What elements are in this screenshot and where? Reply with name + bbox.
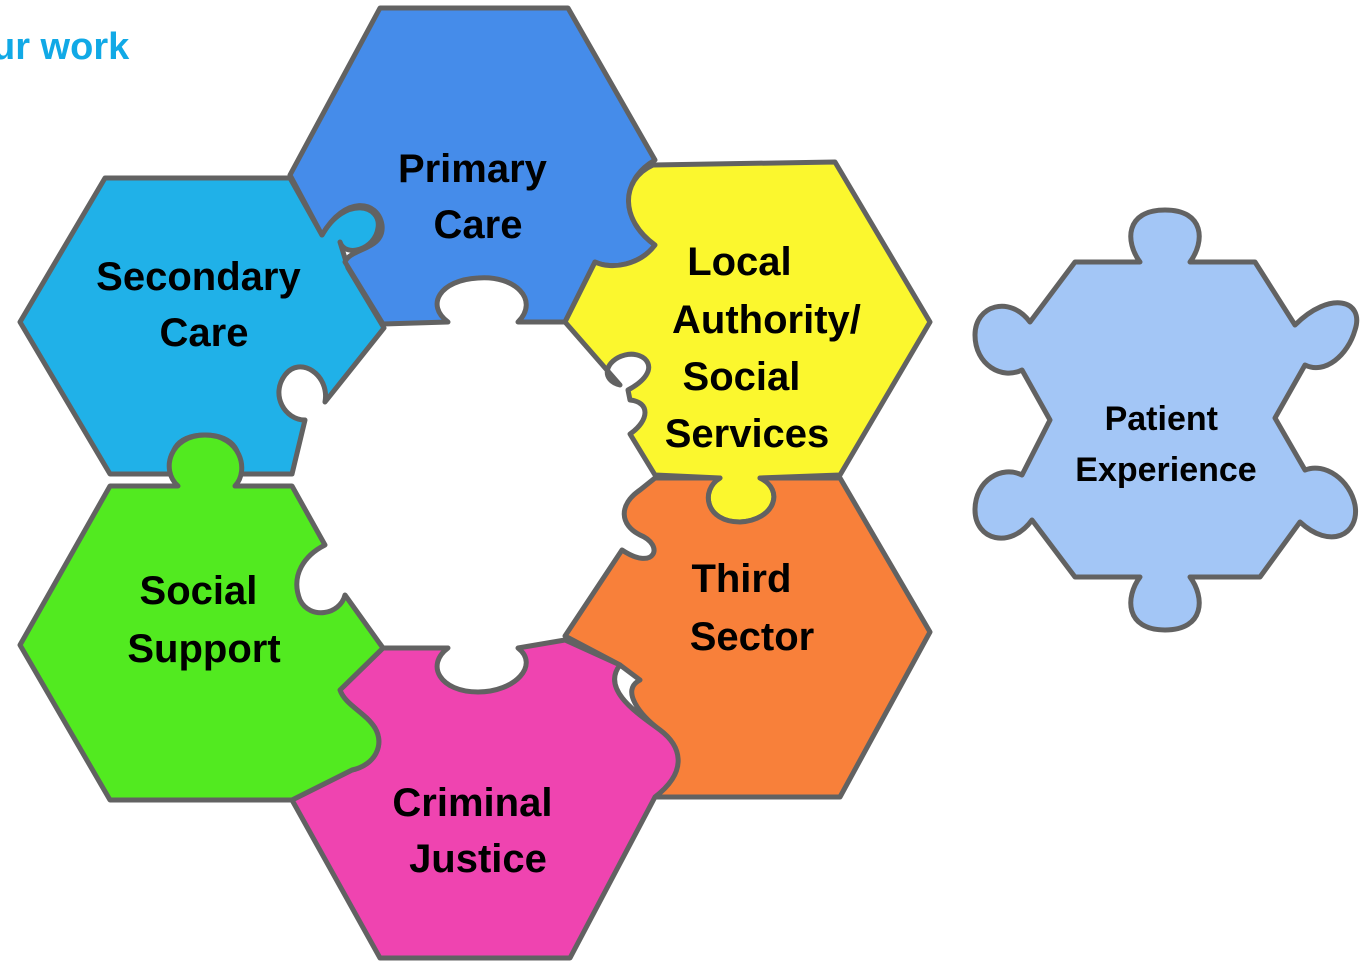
label-primary-care: Primary Care: [398, 147, 558, 247]
label-patient-experience-line-2: Experience: [1075, 451, 1256, 489]
label-criminal-justice-line-2: Justice: [409, 837, 547, 881]
label-primary-care-line-1: Primary: [398, 147, 548, 191]
label-patient-experience: Patient Experience: [1075, 400, 1256, 489]
label-local-authority: Local Authority/ Social Services: [665, 240, 872, 456]
label-secondary-care-line-2: Care: [160, 311, 249, 355]
piece-social-support: [17, 432, 386, 803]
label-patient-experience-line-1: Patient: [1105, 400, 1218, 438]
label-criminal-justice: Criminal Justice: [392, 781, 563, 881]
label-criminal-justice-line-1: Criminal: [392, 781, 552, 825]
label-local-authority-line-4: Services: [665, 412, 830, 456]
label-third-sector-line-1: Third: [691, 557, 791, 601]
label-secondary-care: Secondary Care: [96, 255, 312, 355]
label-local-authority-line-1: Local: [687, 240, 791, 284]
label-social-support-line-1: Social: [140, 569, 258, 613]
label-social-support: Social Support: [127, 569, 280, 671]
piece-patient-experience: [972, 207, 1360, 633]
label-local-authority-line-2: Authority/: [672, 298, 861, 342]
label-local-authority-line-3: Social: [683, 355, 801, 399]
label-primary-care-line-2: Care: [434, 203, 523, 247]
label-social-support-line-2: Support: [127, 627, 280, 671]
page-heading: ur work: [0, 0, 400, 80]
label-third-sector-line-2: Sector: [690, 615, 815, 659]
label-third-sector: Third Sector: [690, 557, 815, 659]
label-secondary-care-line-1: Secondary: [96, 255, 301, 299]
heading-line-2: ur work: [0, 26, 130, 68]
